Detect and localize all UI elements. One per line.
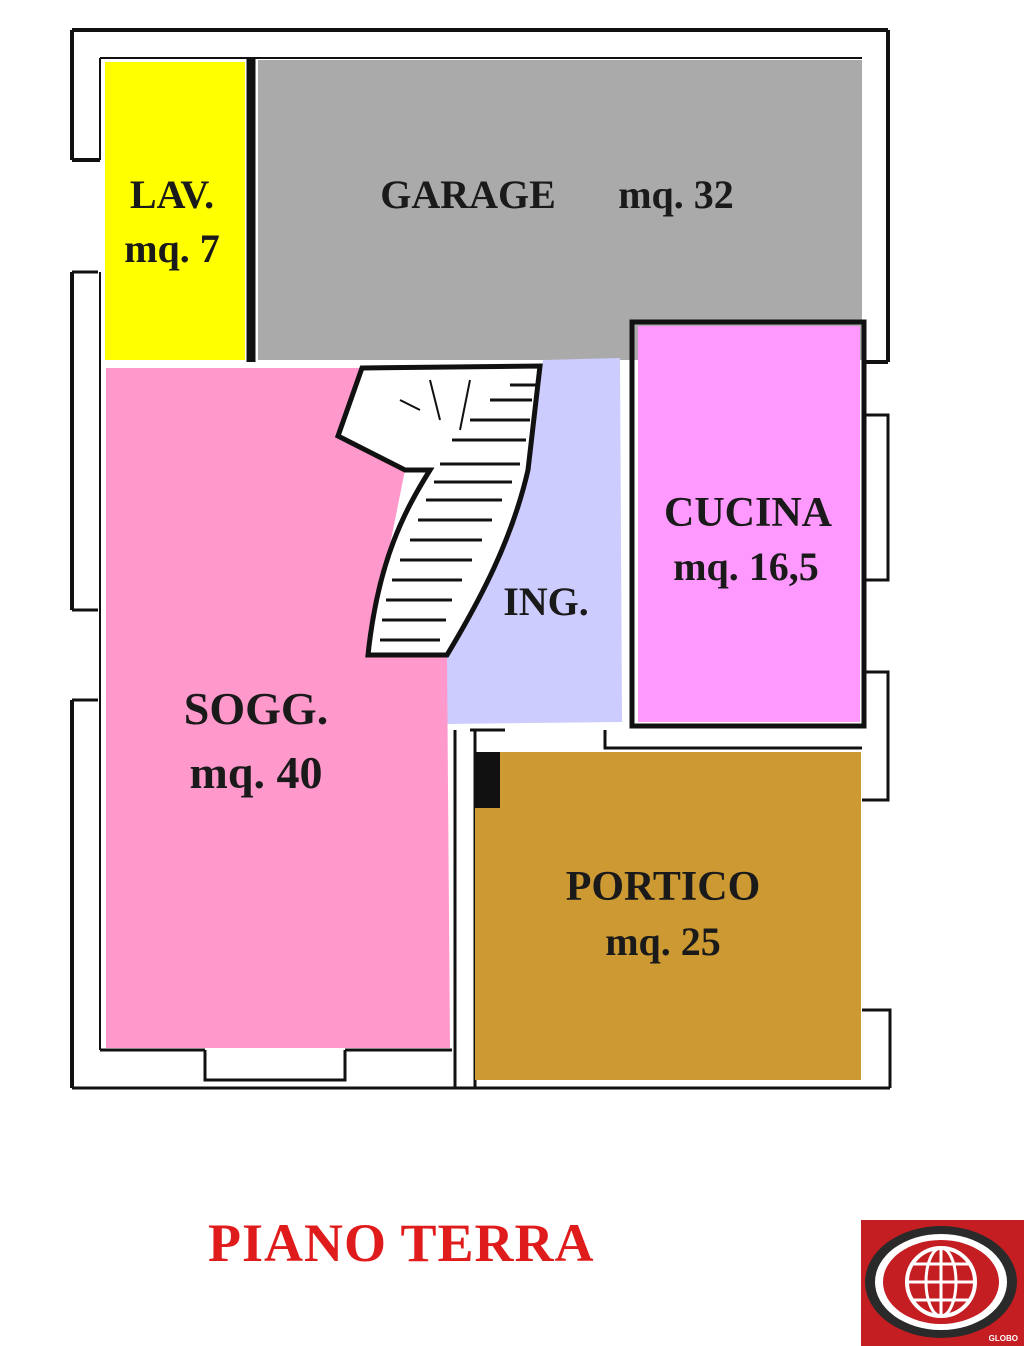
- label-soggiorno-area: mq. 40: [190, 747, 323, 798]
- label-garage-area: mq. 32: [618, 172, 734, 217]
- walls: [70, 28, 892, 1090]
- label-cucina-name: CUCINA: [664, 490, 833, 536]
- staircase: [334, 363, 543, 658]
- label-lavanderia-area: mq. 7: [124, 226, 220, 271]
- room-cucina: [638, 326, 860, 722]
- room-soggiorno: [106, 368, 450, 1048]
- label-ingresso-name: ING.: [503, 579, 589, 624]
- room-lavanderia: [105, 62, 245, 360]
- room-ingresso: [447, 358, 622, 724]
- label-portico-name: PORTICO: [566, 864, 761, 910]
- plan-title: PIANO TERRA: [208, 1213, 595, 1273]
- label-lavanderia-name: LAV.: [130, 172, 214, 217]
- wall-cucina: [629, 319, 867, 729]
- label-portico-area: mq. 25: [605, 919, 721, 964]
- globe-icon: [865, 1226, 1017, 1338]
- column: [474, 752, 500, 808]
- room-portico: [475, 752, 861, 1080]
- label-garage-name: GARAGE: [380, 172, 556, 217]
- room-garage: [258, 60, 862, 360]
- logo-text: GLOBO: [988, 1334, 1018, 1343]
- label-cucina-area: mq. 16,5: [673, 544, 819, 589]
- globo-logo: GLOBO: [861, 1220, 1024, 1346]
- label-soggiorno-name: SOGG.: [184, 683, 328, 734]
